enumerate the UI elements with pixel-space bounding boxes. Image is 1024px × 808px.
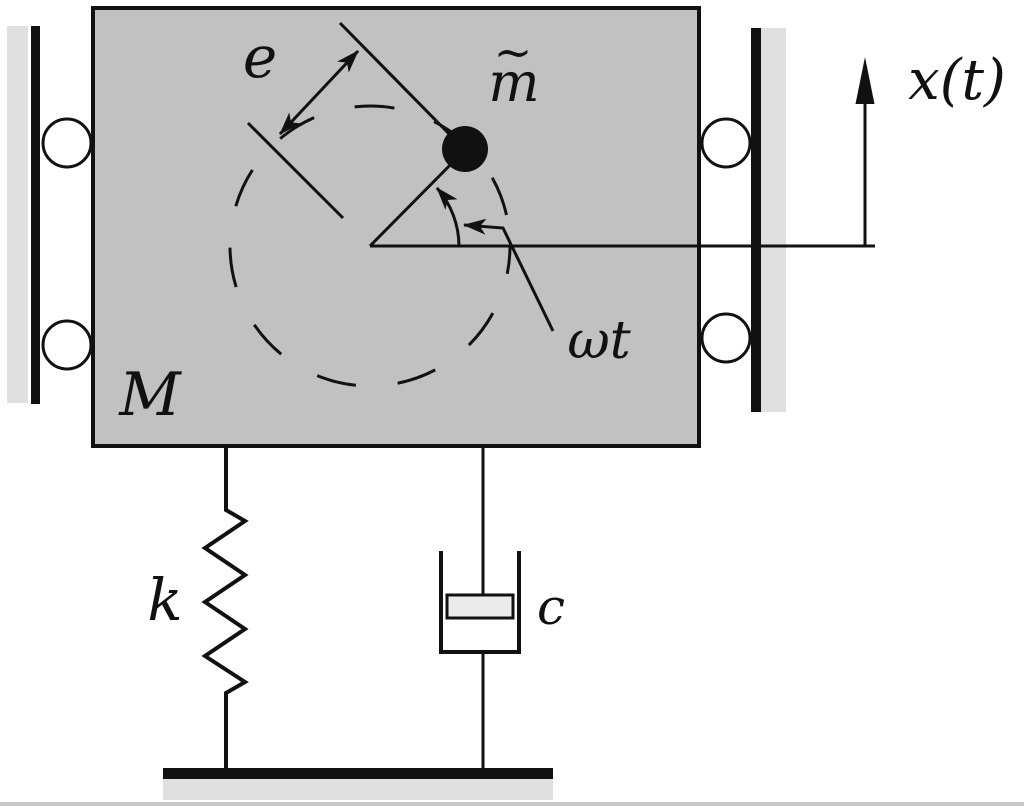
eccentric-mass-tilde-accent: ~ [494,25,533,79]
orbit-dashed-circle [228,104,512,388]
ground-bar [163,768,553,779]
e-dimension-arrow [278,49,360,136]
left-wall-bar [31,26,40,404]
rotor-assembly [228,21,555,388]
rotation-angle-label: ωt [567,311,630,371]
left-wall [7,26,93,404]
left-upper-roller-icon [41,117,93,169]
e-extension-line-upper [338,21,463,148]
axis-arrowhead-icon [855,57,875,104]
ground [163,768,553,800]
damper-icon [439,446,521,769]
right-lower-roller-icon [700,312,752,364]
spring-icon [201,446,249,769]
eccentric-mass-dot [442,126,488,172]
angle-arc [435,187,461,247]
right-wall-bar [751,28,761,412]
angle-leader-arrow [463,218,555,332]
bottom-edge-strip [0,802,1024,806]
e-extension-line-lower [246,121,345,220]
spring-constant-label: k [147,566,182,634]
damper-cylinder [439,551,521,654]
damper-piston [445,593,515,620]
displacement-label: x(t) [908,48,1006,113]
left-wall-pad [7,26,28,403]
right-wall-pad [761,28,786,412]
left-lower-roller-icon [41,319,93,371]
ground-pad [163,779,553,800]
right-wall [700,28,786,412]
displacement-axis [370,57,875,248]
eccentric-mass-label: m [488,51,539,114]
mass-block [91,6,701,448]
damping-constant-label: c [537,578,565,636]
rotor-radius-line [368,150,465,248]
eccentricity-label: e [243,23,277,91]
main-mass-label: M [118,360,182,430]
right-upper-roller-icon [700,117,752,169]
